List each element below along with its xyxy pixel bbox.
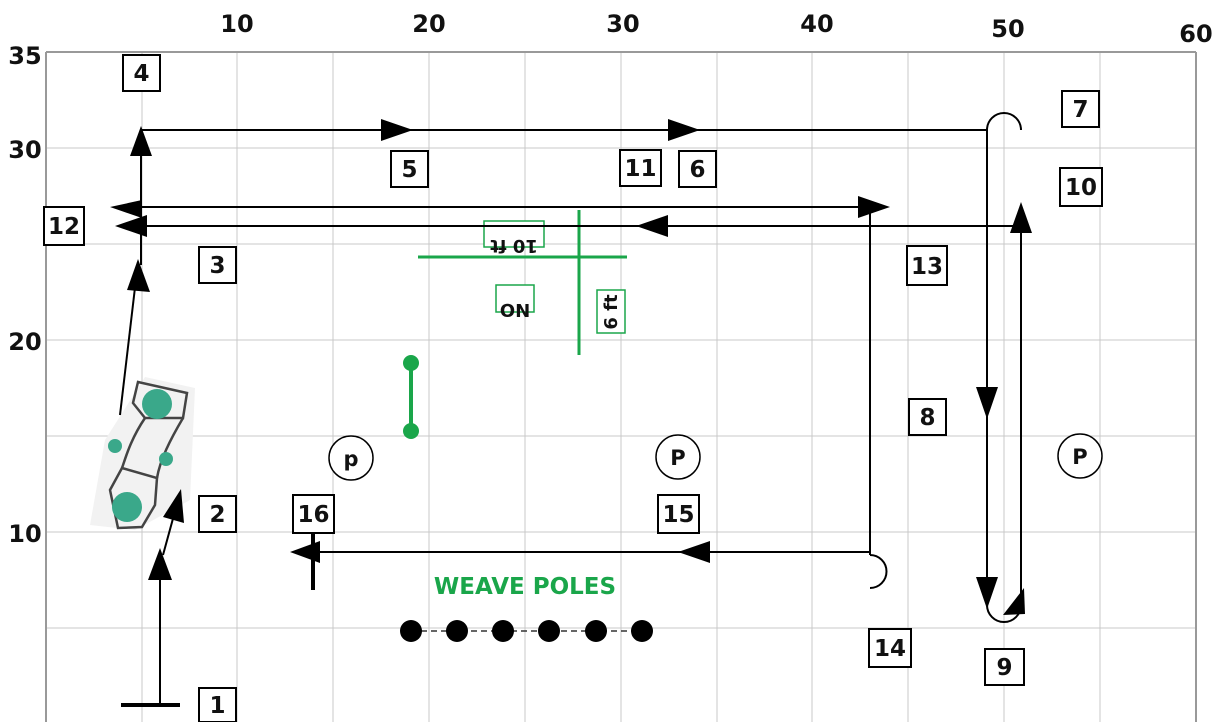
y-tick-label: 30 (8, 136, 41, 164)
no-sign: NO (495, 284, 535, 320)
sequence-number: 2 (209, 502, 225, 528)
pause-marker-label: P (1072, 445, 1087, 469)
sequence-number: 4 (133, 61, 149, 87)
pause-marker: P (655, 434, 701, 480)
sequence-box: 1 (198, 687, 237, 722)
x-tick-label: 60 (1179, 20, 1212, 48)
sequence-box: 2 (198, 495, 237, 533)
sequence-number: 3 (209, 253, 225, 279)
no-text: NO (500, 299, 530, 320)
sequence-box: 9 (984, 648, 1025, 686)
sequence-box: 4 (122, 54, 161, 92)
measure-horizontal-text: 10 ft (490, 235, 538, 256)
sequence-box: 8 (908, 398, 947, 436)
sequence-box: 11 (619, 149, 662, 187)
sequence-number: 16 (297, 502, 329, 528)
sequence-box: 12 (43, 206, 85, 246)
grid-border (45, 51, 1197, 722)
sequence-number: 1 (209, 693, 225, 719)
pause-marker-label: p (343, 447, 358, 471)
sequence-box: 13 (906, 245, 948, 286)
x-tick-label: 20 (412, 10, 445, 38)
sequence-number: 9 (996, 655, 1012, 681)
course-path (119, 112, 1022, 705)
sequence-box: 14 (868, 628, 912, 668)
sequence-number: 11 (624, 156, 656, 182)
measure-6ft: 6 ft (596, 289, 626, 334)
sequence-box: 7 (1061, 90, 1100, 128)
y-tick-label: 10 (8, 520, 41, 548)
gamble-lines (418, 210, 627, 355)
measure-vertical-text: 6 ft (601, 294, 622, 330)
sequence-number: 14 (874, 636, 906, 662)
sequence-number: 13 (911, 254, 943, 280)
green-bar-obstacle (403, 355, 419, 439)
x-tick-label: 40 (800, 10, 833, 38)
sequence-box: 5 (390, 150, 429, 188)
sequence-box: 3 (198, 246, 237, 284)
sequence-box: 6 (678, 150, 717, 188)
pause-marker: P (1057, 433, 1103, 479)
y-tick-label: 35 (8, 42, 41, 70)
sequence-number: 5 (401, 157, 417, 183)
sequence-box: 15 (657, 494, 700, 534)
pause-marker-label: P (670, 446, 685, 470)
tire-obstacle (90, 377, 195, 530)
weave-poles (400, 620, 653, 642)
y-tick-label: 20 (8, 328, 41, 356)
sequence-number: 7 (1072, 97, 1088, 123)
sequence-number: 12 (48, 214, 80, 240)
sequence-number: 6 (689, 157, 705, 183)
sequence-number: 15 (662, 502, 694, 528)
sequence-box: 10 (1059, 167, 1103, 207)
pause-marker: p (328, 435, 374, 481)
sequence-box: 16 (292, 494, 335, 534)
weave-poles-label: WEAVE POLES (434, 574, 616, 600)
x-tick-label: 50 (991, 15, 1024, 43)
path-arrowheads (110, 119, 1032, 615)
sequence-number: 8 (919, 405, 935, 431)
x-tick-label: 30 (606, 10, 639, 38)
sequence-number: 10 (1065, 175, 1097, 201)
x-tick-label: 10 (220, 10, 253, 38)
